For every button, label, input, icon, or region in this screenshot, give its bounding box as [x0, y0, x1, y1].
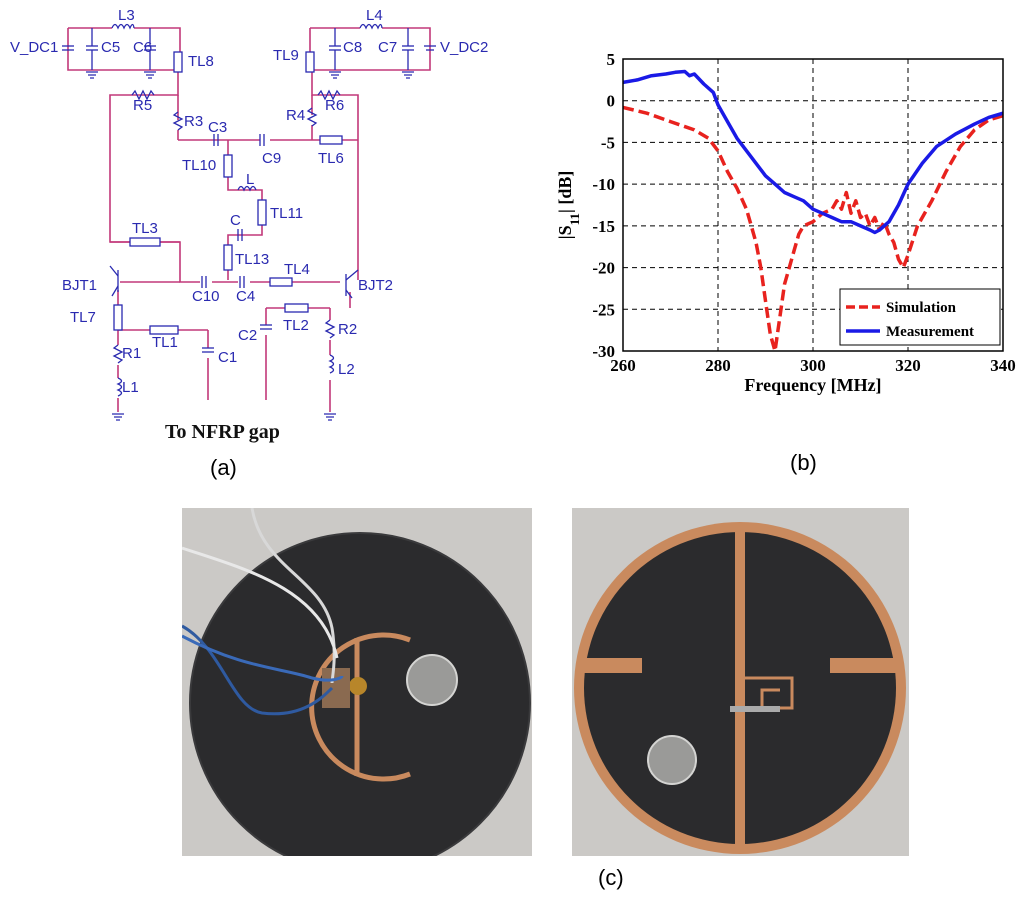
label-tl10: TL10: [182, 157, 216, 174]
y-tick-label: -20: [592, 259, 615, 278]
y-axis-label-tail: | [dB]: [555, 171, 575, 213]
x-axis-label: Frequency [MHz]: [744, 375, 881, 395]
label-l1: L1: [122, 379, 139, 396]
label-c7: C7: [378, 39, 397, 56]
copper-tabs: [584, 658, 902, 673]
label-vdc1: V_DC1: [10, 39, 58, 56]
y-tick-label: -5: [601, 133, 615, 152]
label-tl2: TL2: [283, 317, 309, 334]
label-c4: C4: [236, 288, 255, 305]
copper-strip: [735, 526, 745, 850]
x-tick-label: 320: [895, 356, 921, 375]
label-l: L: [246, 171, 254, 188]
chart-series: [622, 69, 1004, 353]
y-axis-label-sub: 11: [567, 213, 582, 225]
series-measurement: [622, 69, 1004, 235]
label-tl4: TL4: [284, 261, 310, 278]
label-l3: L3: [118, 7, 135, 24]
label-bjt1: BJT1: [62, 277, 97, 294]
label-r3: R3: [184, 113, 203, 130]
label-tl13: TL13: [235, 251, 269, 268]
chart-ticks: 260 280 300 320 340 5 0 -5 -10 -15 -20 -25 -30: [592, 50, 1015, 375]
label-r5: R5: [133, 97, 152, 114]
y-tick-label: 5: [607, 50, 616, 69]
coin: [647, 735, 697, 785]
label-l4: L4: [366, 7, 383, 24]
photo-right: [572, 508, 909, 856]
y-tick-label: -15: [592, 217, 615, 236]
copper-trace: [309, 632, 411, 782]
label-c: C: [230, 212, 241, 229]
caption-c: (c): [598, 865, 624, 890]
label-l2: L2: [338, 361, 355, 378]
label-r2: R2: [338, 321, 357, 338]
label-r1: R1: [122, 345, 141, 362]
y-tick-label: -30: [592, 342, 615, 361]
label-c1: C1: [218, 349, 237, 366]
label-c6: C6: [133, 39, 152, 56]
circuit-board: [322, 668, 350, 708]
photo-left: [182, 508, 532, 856]
x-tick-label: 340: [990, 356, 1016, 375]
components-row: [730, 706, 780, 712]
label-tl1: TL1: [152, 334, 178, 351]
label-tl8: TL8: [188, 53, 214, 70]
legend-box: [839, 288, 1001, 346]
chart-legend: Simulation Measurement: [839, 288, 1001, 346]
caption-b: (b): [790, 450, 817, 475]
schematic-panel: V_DC1 L3 C5 C6 TL8 TL9 L4 C8 C7 V_DC2 R5…: [0, 0, 500, 445]
label-tl6: TL6: [318, 150, 344, 167]
chart-frame: [622, 58, 1004, 352]
schematic-footer-label: To NFRP gap: [165, 421, 280, 443]
legend-label-measurement: Measurement: [886, 324, 974, 340]
x-tick-label: 300: [800, 356, 826, 375]
circuit-schematic: V_DC1 L3 C5 C6 TL8 TL9 L4 C8 C7 V_DC2 R5…: [10, 7, 488, 443]
caption-a: (a): [210, 455, 237, 480]
sma-connector: [349, 677, 367, 695]
label-tl3: TL3: [132, 220, 158, 237]
y-tick-label: 0: [607, 92, 616, 111]
cables: [182, 508, 344, 716]
label-r6: R6: [325, 97, 344, 114]
label-c2: C2: [238, 327, 257, 344]
coin: [406, 654, 458, 706]
label-c5: C5: [101, 39, 120, 56]
antenna-back-photo: [572, 508, 909, 856]
y-axis-label: |S11| [dB]: [555, 171, 582, 240]
legend-label-simulation: Simulation: [886, 300, 957, 316]
label-tl7: TL7: [70, 309, 96, 326]
label-vdc2: V_DC2: [440, 39, 488, 56]
y-tick-label: -25: [592, 300, 615, 319]
label-c10: C10: [192, 288, 220, 305]
y-tick-label: -10: [592, 175, 615, 194]
schematic-components: [62, 23, 436, 421]
y-axis-label-main: |S: [555, 225, 575, 239]
label-bjt2: BJT2: [358, 277, 393, 294]
label-tl9: TL9: [273, 47, 299, 64]
antenna-front-photo: [182, 508, 532, 856]
x-tick-label: 260: [610, 356, 636, 375]
label-c3: C3: [208, 119, 227, 136]
s11-chart: 260 280 300 320 340 5 0 -5 -10 -15 -20 -25 -30 Frequ…: [555, 50, 1016, 395]
label-tl11: TL11: [270, 205, 303, 222]
label-r4: R4: [286, 107, 305, 124]
x-tick-label: 280: [705, 356, 731, 375]
series-simulation: [622, 105, 1004, 353]
s11-chart-panel: 260 280 300 320 340 5 0 -5 -10 -15 -20 -25 -30 Frequ…: [540, 30, 1022, 420]
label-c8: C8: [343, 39, 362, 56]
label-c9: C9: [262, 150, 281, 167]
